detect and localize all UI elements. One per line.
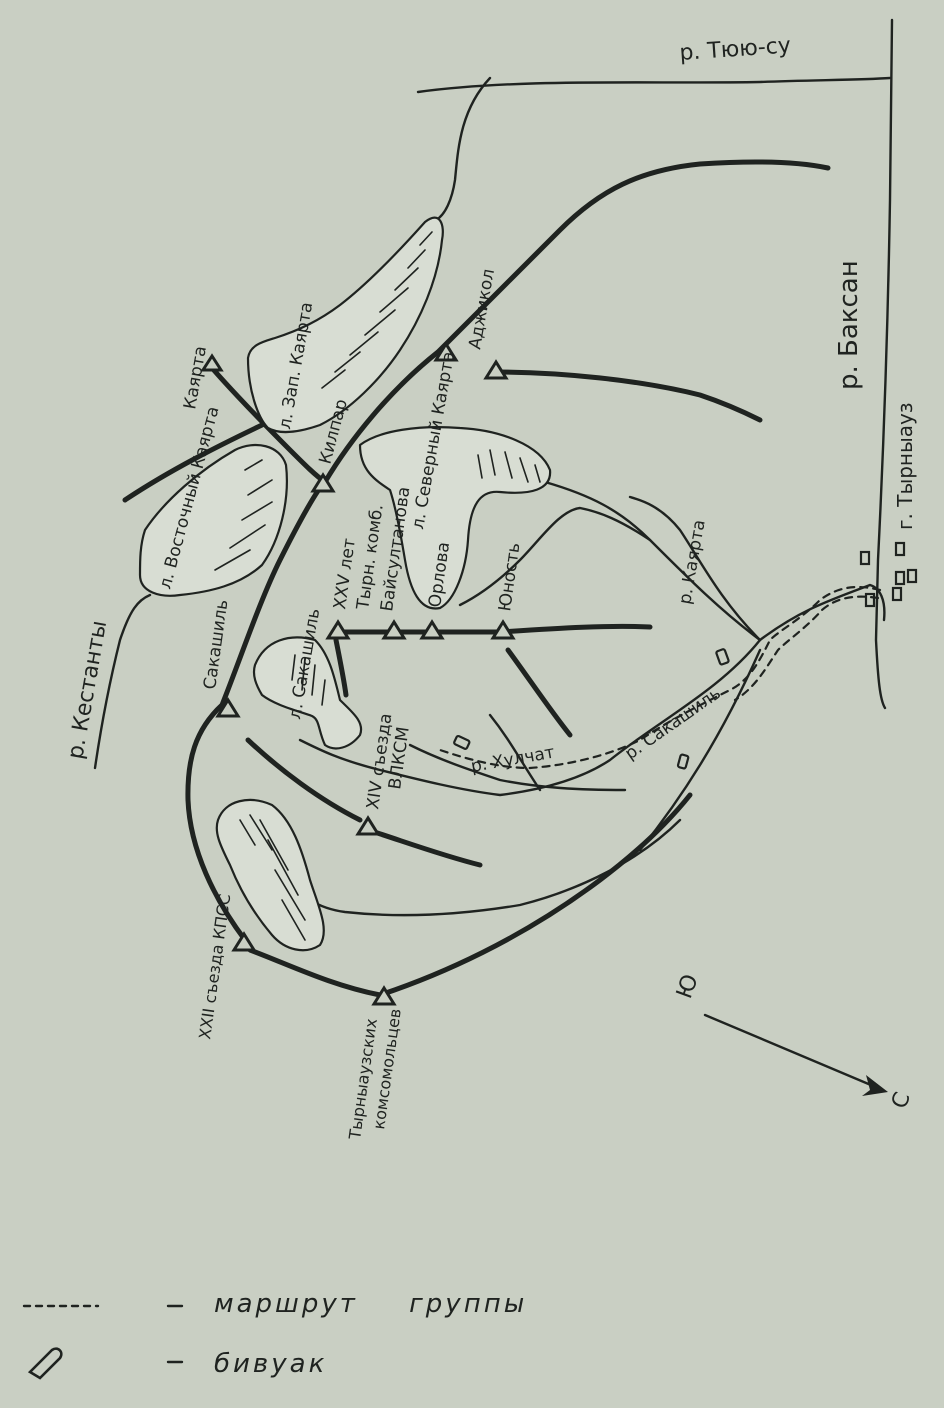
ridge-adzhikol-spur — [492, 369, 763, 423]
river-tyuyu-source — [434, 76, 492, 222]
legend-route-label: маршрут группы — [214, 1289, 527, 1319]
bivouac-2 — [453, 734, 471, 750]
label-peak-sakashil: Сакашиль — [200, 598, 232, 690]
label-peak-yunost: Юность — [495, 541, 524, 612]
glaciers — [138, 216, 552, 952]
peak-baysultanova-marker — [381, 619, 407, 640]
river-baksan — [874, 18, 894, 710]
river-sakashil — [298, 638, 762, 797]
peak-yunost-marker — [490, 619, 516, 640]
ridge-xxv-south — [333, 637, 349, 698]
label-river-baksan: р. Баксан — [834, 260, 864, 390]
glacier-severny-kayarta — [358, 426, 552, 610]
glacier-zap-kayarta — [246, 216, 444, 434]
bivouac-1 — [715, 648, 730, 666]
river-kayarta-branch-1 — [628, 495, 762, 642]
glacier-severny-kayarta-hatching — [477, 449, 541, 483]
glacier-south — [215, 798, 325, 952]
label-river-kestanty: р. Кестанты — [63, 619, 112, 761]
river-kulchat — [408, 743, 627, 792]
compass-south-label: Ю — [672, 971, 704, 1002]
bivouac-3 — [676, 753, 690, 770]
label-river-tyuyu-su: р. Тюю-су — [679, 33, 792, 66]
river-kestanty — [93, 593, 152, 770]
legend-bivouac-icon — [27, 1347, 63, 1380]
river-east-stream — [638, 648, 762, 852]
ridge-main — [185, 159, 831, 943]
glacier-sakashil — [252, 636, 363, 750]
river-tyuyu-su — [416, 76, 892, 94]
glacier-south-hatching — [239, 814, 306, 941]
river-sakashil-lower — [488, 713, 542, 792]
peak-xxv-let-marker — [325, 619, 351, 640]
compass-north-label: С — [887, 1089, 916, 1112]
ridge-yunost-south — [505, 647, 573, 738]
river-kayarta-branch-2 — [458, 506, 652, 607]
label-peak-xxii-sezda: XXII съезда КПСС — [195, 893, 234, 1041]
legend: маршрут группы бивуак — [22, 1289, 527, 1380]
peak-xiv-sezda-marker — [355, 815, 381, 836]
peak-kayarta-marker — [200, 353, 224, 372]
bivouacs — [453, 648, 730, 770]
ridge-xiv-spur — [365, 827, 483, 868]
ridge-network — [122, 159, 831, 998]
ridge-yunost-spur — [497, 623, 653, 635]
label-peak-kayarta: Каярта — [180, 345, 211, 411]
ridge-south — [247, 792, 693, 998]
peak-adzhikol-east-marker — [483, 359, 509, 380]
glacier-vostochny-kayarta-hatching — [214, 459, 273, 571]
compass-arrow-line — [703, 1013, 880, 1090]
label-peak-adzhikol: Аджикол — [465, 267, 499, 351]
river-kayarta-branch-3 — [758, 583, 886, 642]
glacier-zap-kayarta-hatching — [321, 231, 433, 389]
glacier-sakashil-hatching — [291, 654, 326, 706]
label-town-tyrnyauz: г. Тырныауз — [893, 402, 917, 530]
compass-arrow-head — [862, 1075, 888, 1096]
compass: С Ю — [672, 971, 916, 1112]
ridge-xiv-north — [245, 737, 363, 823]
town-buildings — [859, 541, 918, 608]
peak-adzhikol-marker — [433, 341, 459, 362]
ridge-kayarta-spur — [209, 365, 328, 485]
ridge-west-spur — [122, 422, 265, 503]
peak-kilpar-marker — [310, 472, 336, 493]
peak-orlova-marker — [419, 619, 445, 640]
group-route — [438, 585, 882, 770]
group-route-return — [733, 595, 880, 702]
peak-sakashil-marker — [215, 697, 241, 718]
glacier-vostochny-kayarta — [138, 443, 288, 597]
peaks — [200, 341, 516, 1006]
peak-xxii-sezda-marker — [231, 931, 257, 952]
peak-tyrnyauz-marker — [371, 985, 397, 1006]
legend-bivouac-label: бивуак — [214, 1349, 327, 1379]
